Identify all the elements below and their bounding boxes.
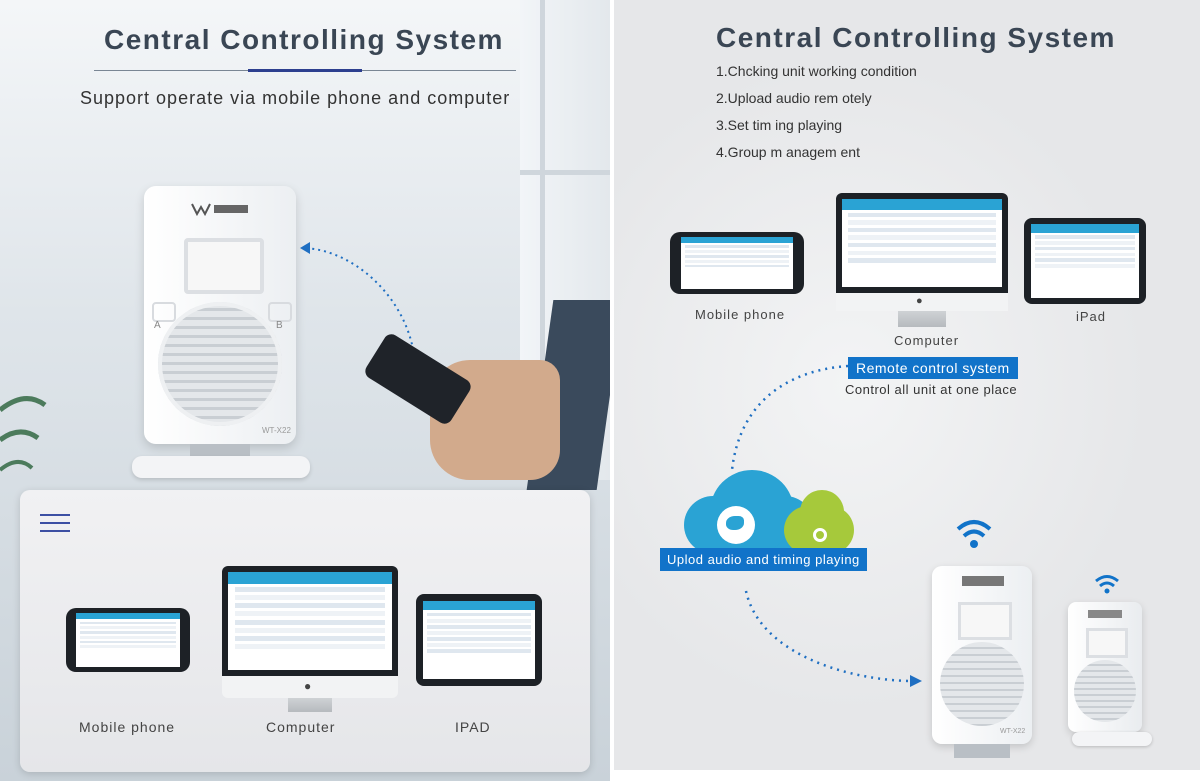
- wifi-icon-large: [956, 520, 992, 548]
- card-mobile-label: Mobile phone: [79, 719, 176, 735]
- dotted-connector-top: [730, 364, 849, 471]
- right-speaker-grille: [940, 642, 1024, 726]
- title-underline-accent: [248, 69, 362, 72]
- right-pir-window: [958, 602, 1012, 640]
- speaker-grille: [158, 302, 282, 426]
- right-computer-stand: [898, 311, 946, 327]
- feature-item-2: 2.Upload audio rem otely: [716, 90, 872, 106]
- button-b: [268, 302, 292, 322]
- wifi-icon-small: [1095, 575, 1119, 594]
- remote-control-caption: Control all unit at one place: [845, 382, 1018, 397]
- left-panel: Central Controlling System Support opera…: [0, 0, 610, 781]
- right-speaker-device-small: [1068, 602, 1142, 732]
- computer-stand: [288, 698, 332, 712]
- apple-logo-icon: ●: [304, 679, 312, 693]
- right-device-logo: [962, 576, 1004, 586]
- dotted-connector-bottom: [744, 590, 922, 687]
- small-device-logo: [1088, 610, 1122, 618]
- mobile-phone-image: [66, 608, 190, 672]
- right-computer-label: Computer: [894, 333, 960, 348]
- globe-icon: [717, 506, 755, 544]
- device-base: [132, 456, 310, 478]
- button-b-label: B: [276, 320, 283, 331]
- cloud-icon: [684, 466, 854, 554]
- small-device-base: [1072, 732, 1152, 746]
- left-title: Central Controlling System: [104, 24, 504, 55]
- plant-decoration: [0, 396, 47, 472]
- computer-chin: ●: [222, 676, 398, 698]
- ipad-image: [416, 594, 542, 686]
- right-ipad-image: [1024, 218, 1146, 304]
- speaker-device: A B WT-X22: [144, 186, 296, 444]
- device-model: WT-X22: [262, 426, 291, 435]
- feature-item-3: 3.Set tim ing playing: [716, 117, 843, 133]
- menu-icon[interactable]: [40, 514, 70, 536]
- device-logo: [190, 202, 250, 217]
- feature-item-4: 4.Group m anagem ent: [716, 144, 860, 160]
- right-mobile-label: Mobile phone: [695, 307, 786, 322]
- right-device-model: WT-X22: [1000, 728, 1026, 735]
- button-a: [152, 302, 176, 322]
- window-mullion: [540, 0, 545, 480]
- right-speaker-device-large: WT-X22: [932, 566, 1032, 744]
- right-computer-chin: ●: [836, 293, 1008, 311]
- right-device-stand: [954, 744, 1010, 758]
- gear-icon: [813, 528, 827, 542]
- cloud-badge: Uplod audio and timing playing: [660, 548, 867, 571]
- right-ipad-label: iPad: [1076, 309, 1107, 324]
- remote-control-badge: Remote control system: [848, 357, 1018, 379]
- card-ipad-label: IPAD: [455, 719, 491, 735]
- computer-image: [222, 566, 398, 676]
- window-mullion-h: [520, 170, 610, 175]
- small-pir-window: [1086, 628, 1128, 658]
- button-a-label: A: [154, 320, 161, 331]
- right-apple-logo-icon: ●: [916, 295, 923, 307]
- feature-item-1: 1.Chcking unit working condition: [716, 63, 917, 79]
- devices-card: Mobile phone ● Computer IPAD: [20, 490, 590, 772]
- small-speaker-grille: [1074, 660, 1136, 722]
- right-title: Central Controlling System: [716, 22, 1116, 53]
- right-computer-image: [836, 193, 1008, 293]
- left-subtitle: Support operate via mobile phone and com…: [80, 88, 511, 108]
- card-computer-label: Computer: [266, 719, 336, 735]
- pir-sensor-window: [184, 238, 264, 294]
- right-mobile-image: [670, 232, 804, 294]
